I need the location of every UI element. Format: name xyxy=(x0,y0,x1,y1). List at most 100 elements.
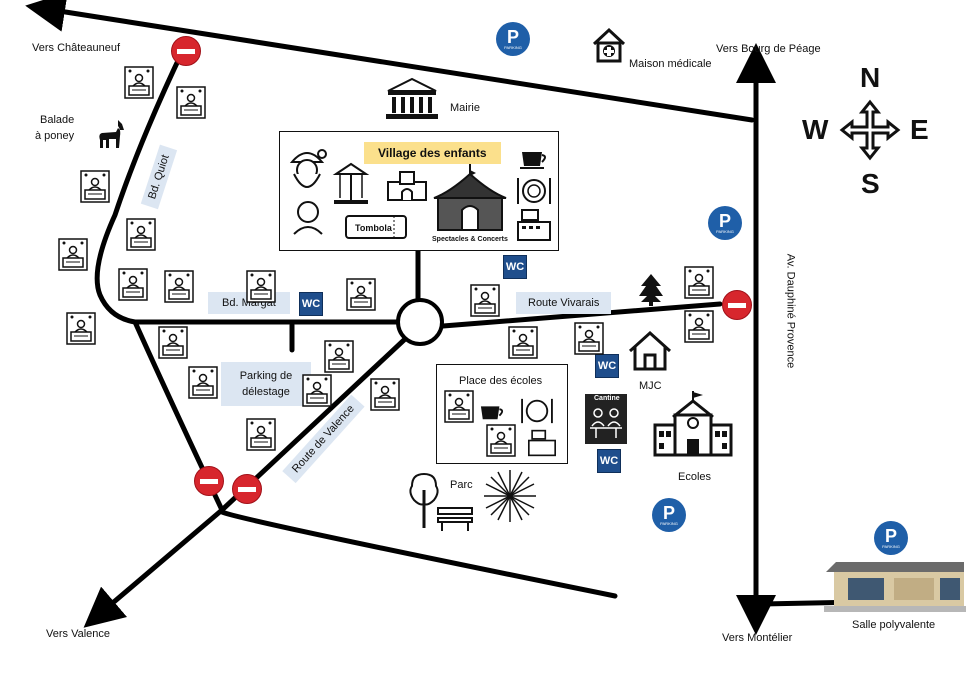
market-stall-icon xyxy=(324,340,354,373)
market-stall-icon xyxy=(302,374,332,407)
wc-marker: WC xyxy=(299,292,323,316)
market-stall-icon xyxy=(158,326,188,359)
castle-icon xyxy=(387,171,427,201)
label-salle-polyvalente: Salle polyvalente xyxy=(852,619,936,631)
market-stall-icon xyxy=(684,310,714,343)
market-stall-icon xyxy=(164,270,194,303)
cutlery-icon xyxy=(521,398,553,424)
label-balade-line2: à poney xyxy=(35,130,75,142)
wc-marker: WC xyxy=(595,354,619,378)
compass-arrows-icon xyxy=(839,99,901,161)
salle-polyvalente-building-icon xyxy=(824,562,966,612)
compass-east: E xyxy=(910,114,929,145)
coffee-icon xyxy=(480,406,504,420)
label-to-montelier: Vers Montélier xyxy=(722,632,793,644)
road-to-valence xyxy=(83,507,225,628)
market-stall-icon xyxy=(126,218,156,251)
santa-icon xyxy=(289,149,327,188)
parking-letter: P xyxy=(506,26,519,47)
village-des-enfants-box: Village des enfants Tombola Spectacles &… xyxy=(279,131,559,251)
market-stall-icon xyxy=(574,322,604,355)
spectacles-label: Spectacles & Concerts xyxy=(432,236,508,243)
market-stall-icon xyxy=(684,266,714,299)
market-stall-icon xyxy=(176,86,206,119)
market-stall-icon xyxy=(80,170,110,203)
market-stall-icon xyxy=(346,278,376,311)
tombola-ticket-icon xyxy=(345,215,407,239)
house-icon xyxy=(628,331,672,371)
parking-delestage-line2: délestage xyxy=(242,386,290,398)
place-des-ecoles-title: Place des écoles xyxy=(459,375,543,387)
label-balade-line1: Balade xyxy=(40,114,75,126)
parking-letter: P xyxy=(662,502,675,523)
cantine-icon: Cantine xyxy=(585,394,627,444)
road-bd-quiot xyxy=(94,45,187,325)
coffee-icon xyxy=(520,152,546,169)
parking-sub: PARKING xyxy=(882,543,900,549)
tree-icon xyxy=(409,472,439,528)
compass-rose: N S E W xyxy=(800,60,940,200)
roundabout xyxy=(396,298,444,346)
compass-north: N xyxy=(860,62,881,93)
road-route-vivarais xyxy=(440,301,723,329)
compass-west: W xyxy=(802,114,829,145)
parking-sub: PARKING xyxy=(504,44,522,50)
cutlery-icon xyxy=(517,178,551,204)
market-stall-icon xyxy=(246,418,276,451)
label-to-valence: Vers Valence xyxy=(46,628,111,640)
horse-icon xyxy=(99,120,124,148)
label-to-chateauneuf: Vers Châteauneuf xyxy=(32,42,121,54)
label-maison-medicale: Maison médicale xyxy=(629,58,712,70)
wc-marker: WC xyxy=(597,449,621,473)
label-mairie: Mairie xyxy=(450,102,480,114)
label-mjc: MJC xyxy=(639,380,662,392)
wc-marker: WC xyxy=(503,255,527,279)
market-stall-icon xyxy=(246,270,276,303)
market-stall-icon xyxy=(124,66,154,99)
market-stall-icon xyxy=(188,366,218,399)
cantine-label: Cantine xyxy=(594,395,620,402)
no-entry-sign xyxy=(171,36,201,66)
label-ecoles: Ecoles xyxy=(678,471,712,483)
market-stall-icon xyxy=(470,284,500,317)
market-stall-icon xyxy=(118,268,148,301)
no-entry-sign xyxy=(232,474,262,504)
market-stall-icon xyxy=(370,378,400,411)
market-stall-icon xyxy=(58,238,88,271)
village-title: Village des enfants xyxy=(364,142,501,164)
market-stall-icon xyxy=(508,326,538,359)
cash-register-icon xyxy=(528,429,556,457)
medical-house-icon xyxy=(592,27,626,63)
parking-letter: P xyxy=(884,525,897,546)
street-label-route-vivarais: Route Vivarais xyxy=(516,292,612,314)
school-icon xyxy=(653,391,733,457)
market-stall-icon xyxy=(444,390,474,423)
carousel-icon xyxy=(332,162,370,204)
label-to-bourg-de-peage: Vers Bourg de Péage xyxy=(716,43,821,55)
market-stall-icon xyxy=(66,312,96,345)
parking-sub: PARKING xyxy=(716,228,734,234)
street-label-av-dauphine: Av. Dauphiné Provence xyxy=(784,253,797,369)
mairie-building-icon xyxy=(386,77,438,119)
circus-tent-icon xyxy=(433,164,507,231)
market-stall-icon xyxy=(486,424,516,457)
christmas-tree-icon xyxy=(639,274,663,306)
compass-south: S xyxy=(861,168,880,199)
cash-register-icon xyxy=(517,209,551,241)
road-top xyxy=(25,0,755,123)
parking-sub: PARKING xyxy=(660,520,678,526)
label-parc: Parc xyxy=(450,479,473,491)
road-bottom xyxy=(219,509,618,599)
no-entry-sign xyxy=(194,466,224,496)
parking-letter: P xyxy=(718,210,731,231)
bench-icon xyxy=(437,507,473,531)
fireworks-icon xyxy=(484,470,536,522)
parking-delestage-label: Parking de délestage xyxy=(221,362,311,406)
tombola-label: Tombola xyxy=(355,223,392,233)
